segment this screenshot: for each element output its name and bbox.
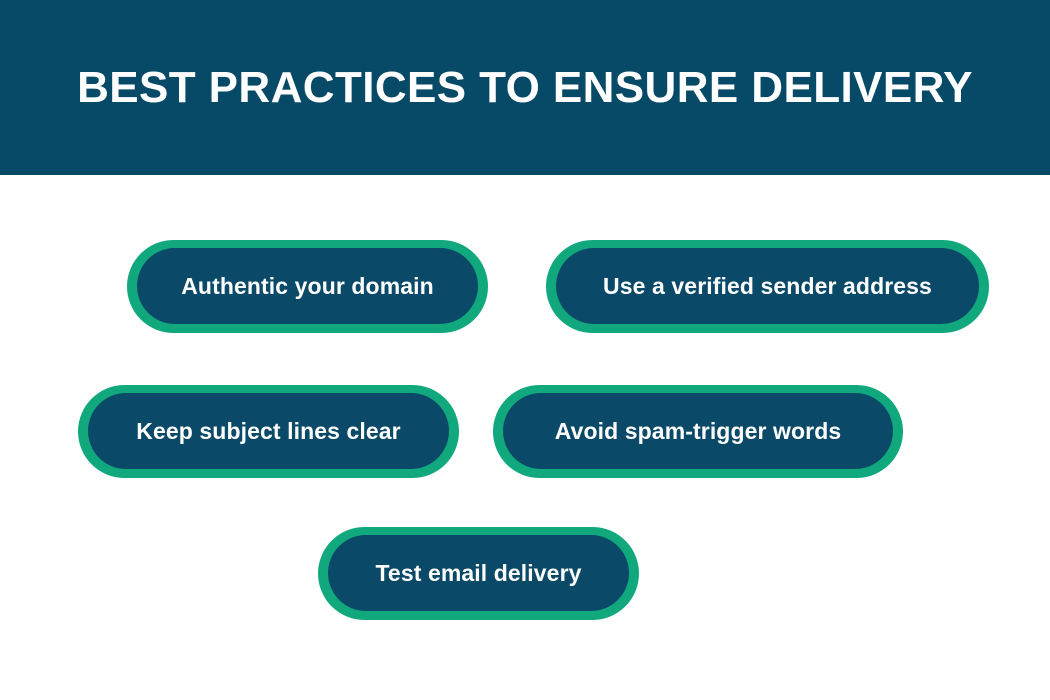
- practice-pill-verified-sender-address[interactable]: Use a verified sender address: [546, 240, 989, 333]
- practice-pill-inner: Authentic your domain: [137, 248, 478, 324]
- practice-pill-label: Authentic your domain: [181, 272, 434, 299]
- practice-pill-label: Keep subject lines clear: [136, 417, 401, 444]
- page-title: BEST PRACTICES TO ENSURE DELIVERY: [77, 62, 973, 112]
- header-banner: BEST PRACTICES TO ENSURE DELIVERY: [0, 0, 1050, 175]
- practice-pill-avoid-spam-trigger-words[interactable]: Avoid spam-trigger words: [493, 385, 903, 478]
- practice-pill-inner: Keep subject lines clear: [88, 393, 449, 469]
- practice-pill-inner: Use a verified sender address: [556, 248, 979, 324]
- practice-pill-label: Test email delivery: [375, 559, 582, 586]
- practice-pill-label: Use a verified sender address: [603, 272, 932, 299]
- practice-pill-subject-lines-clear[interactable]: Keep subject lines clear: [78, 385, 459, 478]
- practices-list: Authentic your domain Use a verified sen…: [0, 175, 1050, 700]
- practice-pill-inner: Avoid spam-trigger words: [503, 393, 893, 469]
- practice-pill-test-email-delivery[interactable]: Test email delivery: [318, 527, 639, 620]
- practice-pill-authenticate-domain[interactable]: Authentic your domain: [127, 240, 488, 333]
- practice-pill-inner: Test email delivery: [328, 535, 629, 611]
- practice-pill-label: Avoid spam-trigger words: [554, 417, 842, 444]
